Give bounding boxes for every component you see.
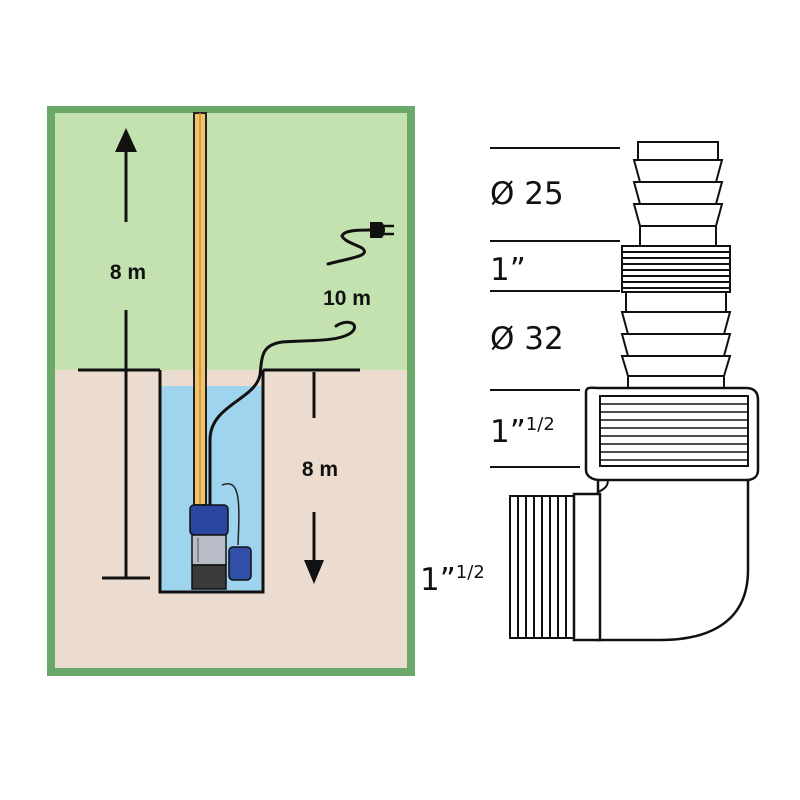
float-switch-icon [228, 546, 252, 581]
depth-below-label: 8 m [302, 458, 338, 481]
power-cable [208, 320, 357, 512]
up-arrow-icon [115, 128, 137, 152]
dim-male-thread-fraction: 1/2 [456, 562, 485, 583]
well-diagram: 8 m 8 m 10 m [47, 106, 415, 676]
float-switch-cable [221, 483, 240, 546]
power-cable-top [326, 228, 372, 266]
down-arrow-icon [304, 560, 324, 584]
female-thread-nut [584, 386, 760, 482]
dim-female-thread-main: 1” [490, 414, 526, 450]
dim-hose-barb-large: Ø 32 [490, 321, 564, 357]
dim-thread-top: 1” [490, 252, 526, 288]
dim-female-thread-fraction: 1/2 [526, 414, 555, 435]
hose-barb-small [632, 141, 724, 247]
pump-icon [189, 504, 229, 590]
cable-length-label: 10 m [323, 287, 371, 310]
height-above-label: 8 m [110, 261, 146, 284]
plug-icon [370, 222, 394, 238]
hose-barb-large [620, 291, 732, 389]
dim-female-thread: 1”1/2 [490, 414, 555, 450]
well-shaft-outline [158, 370, 265, 594]
male-thread-side [509, 492, 602, 642]
elbow-body [596, 476, 750, 642]
dim-hose-barb-small: Ø 25 [490, 176, 564, 212]
fitting-diagram: Ø 25 1” Ø 32 1”1/2 1”1/2 [420, 141, 760, 642]
dim-male-thread: 1”1/2 [420, 562, 485, 598]
thread-top [621, 245, 731, 293]
dim-male-thread-main: 1” [420, 562, 456, 598]
